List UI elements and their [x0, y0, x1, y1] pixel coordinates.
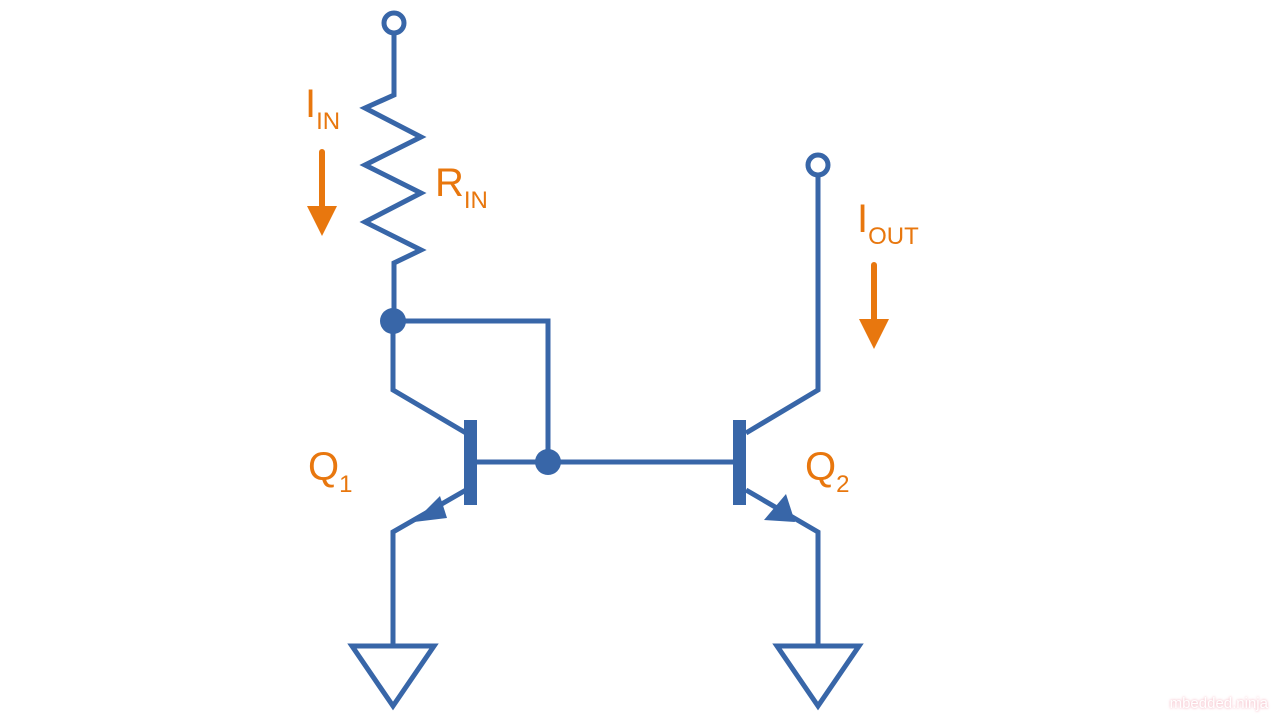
label-rin-main: R [435, 161, 464, 205]
q2-emitter [744, 487, 821, 646]
q2-emitter-arrow-icon [764, 494, 795, 522]
label-iin-main: I [305, 82, 316, 126]
label-iin-sub: IN [316, 108, 340, 135]
watermark: mbedded.ninja [1169, 695, 1268, 712]
label-rin: RIN [435, 161, 488, 214]
diode-connection-wire [393, 318, 551, 462]
q1-emitter-arrow-icon [414, 496, 447, 522]
q1-base-bar [464, 420, 477, 505]
label-iout-main: I [857, 197, 868, 241]
input-terminal [381, 10, 407, 36]
label-q2-main: Q [805, 445, 836, 489]
label-q2: Q2 [805, 445, 849, 498]
q1-collector [390, 321, 468, 436]
label-iout: IOUT [857, 197, 919, 250]
label-q1: Q1 [308, 445, 352, 498]
label-q2-sub: 2 [836, 471, 849, 498]
label-iout-sub: OUT [868, 223, 919, 250]
label-q1-main: Q [308, 445, 339, 489]
output-terminal [805, 152, 831, 178]
label-rin-sub: IN [464, 187, 488, 214]
resistor-rin [359, 33, 427, 321]
ground-2-icon [772, 643, 864, 711]
q2-collector [744, 175, 821, 436]
iin-arrow-head-icon [307, 206, 337, 236]
ground-1-icon [347, 643, 439, 711]
label-iin: IIN [305, 82, 340, 135]
label-q1-sub: 1 [339, 471, 352, 498]
iout-arrow-head-icon [859, 319, 889, 349]
q2-base-bar [733, 420, 746, 505]
junction-dot-base [535, 449, 561, 475]
